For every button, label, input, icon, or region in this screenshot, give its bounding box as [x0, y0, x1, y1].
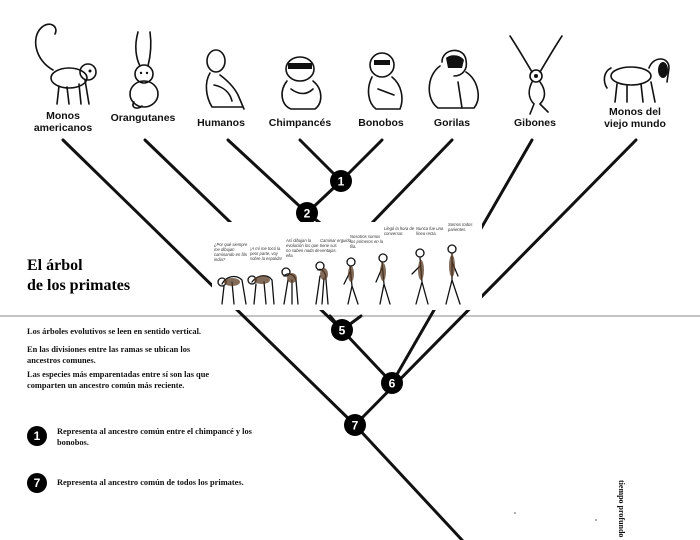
label-gorilas: Gorilas — [433, 117, 471, 129]
info-related-species: Las especies más emparentadas entre sí s… — [27, 370, 210, 390]
node-6 — [381, 372, 403, 394]
gibbon-icon — [509, 35, 563, 115]
comic-bubble: Llegó la hora de conversar. — [384, 226, 415, 236]
primate-orangutanes: Orangutanes — [93, 28, 193, 124]
comic-bubble: Nosotros somos los primeros en la fila. — [350, 234, 384, 249]
primate-humanos: Humanos — [171, 45, 271, 129]
speck-dot — [595, 519, 597, 521]
node-5-label: 5 — [339, 324, 346, 338]
comic-bubble: Nunca fue una línea recta. — [416, 226, 444, 236]
comic-bubble: ¿Por qué siempre me dibujan caminando en… — [214, 242, 248, 262]
human-icon — [205, 49, 245, 110]
evolution-comic-strip: ¿Por qué siempre me dibujan caminando en… — [212, 222, 482, 310]
chimpanzee-icon — [281, 56, 322, 110]
comic-bubble: ¡A mí me tocó la peor parte, voy sobre l… — [250, 246, 282, 261]
branch-5-6 — [340, 328, 394, 385]
node-2-label: 2 — [304, 207, 311, 221]
label-bonobos: Bonobos — [358, 117, 404, 129]
old-world-monkey-icon — [603, 58, 670, 103]
node-7-label: 7 — [352, 419, 359, 433]
bonobo-icon — [367, 52, 403, 110]
branch-humanos — [226, 138, 309, 215]
label-monos-viejo-mundo: Monos del viejo mundo — [604, 106, 666, 130]
diagram-title: El árbol de los primates — [27, 257, 131, 294]
branch-gorilas — [367, 138, 454, 228]
deep-time-label: tiempo profundo — [617, 480, 626, 538]
comic-bubble: Somos todos parientes. — [448, 222, 473, 232]
primate-bonobos: Bonobos — [331, 45, 431, 129]
legend-node-badge: 1 — [27, 426, 47, 446]
branch-monos-viejo-mundo — [353, 138, 638, 427]
node-6-label: 6 — [389, 377, 396, 391]
node-5 — [331, 319, 353, 341]
label-gibones: Gibones — [513, 117, 556, 129]
primate-monos-americanos: Monos americanos — [13, 20, 113, 134]
speck-dot — [514, 512, 516, 514]
label-monos-americanos: Monos americanos — [33, 110, 93, 134]
label-orangutanes: Orangutanes — [110, 112, 176, 124]
label-chimpances: Chimpancés — [268, 117, 332, 129]
comic-bubble: Caminar erguido tiene sus ventajas. — [320, 238, 351, 253]
orangutan-icon — [129, 31, 159, 109]
primate-chimpances: Chimpancés — [250, 45, 350, 129]
new-world-monkey-icon — [34, 23, 97, 105]
node-1 — [330, 170, 352, 192]
legend-node-text: Representa al ancestro común de todos lo… — [57, 478, 244, 487]
node-1-label: 1 — [338, 175, 345, 189]
info-common-ancestors: En las divisiones entre las ramas se ubi… — [27, 345, 191, 365]
info-vertical-reading: Los árboles evolutivos se leen en sentid… — [27, 327, 201, 336]
branch-monos-americanos — [61, 138, 357, 427]
gorilla-icon — [428, 49, 479, 109]
label-humanos: Humanos — [197, 117, 245, 129]
node-7 — [344, 414, 366, 436]
node-2 — [296, 202, 318, 224]
legend-node-badge: 7 — [27, 473, 47, 493]
branch-trunk — [353, 423, 464, 540]
primate-gibones: Gibones — [485, 32, 585, 129]
primate-gorilas: Gorilas — [402, 42, 502, 129]
legend-node-text: Representa al ancestro común entre el ch… — [57, 427, 252, 447]
walking-primates-illustration — [217, 244, 461, 305]
comic-bubble: Así dibujan la evolución los que no sabe… — [286, 238, 320, 258]
primate-monos-viejo-mundo: Monos del viejo mundo — [585, 48, 685, 130]
